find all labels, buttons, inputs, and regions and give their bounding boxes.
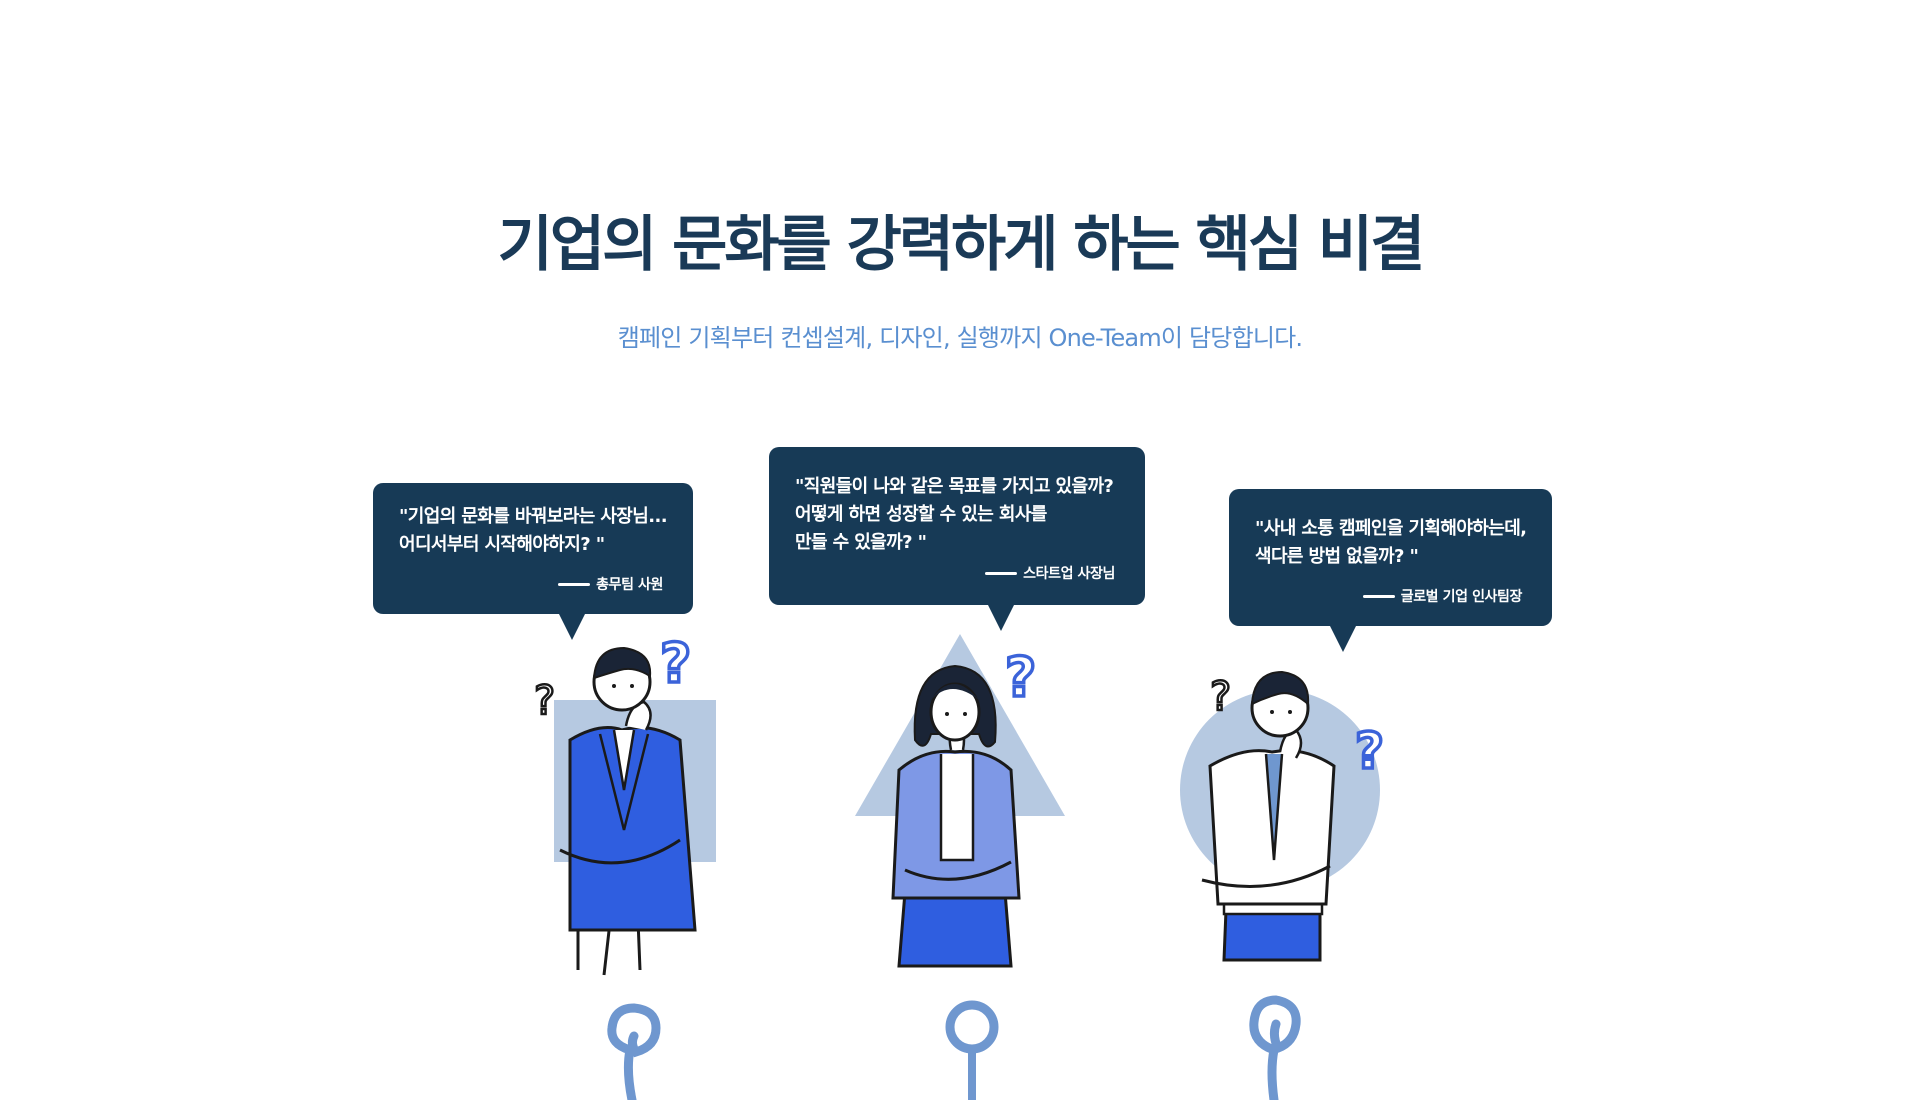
bubble-1-quote: "기업의 문화를 바꿔보라는 사장님... 어디서부터 시작해야하지? ": [399, 506, 668, 555]
bubble-3-author-label: 글로벌 기업 인사팀장: [1400, 589, 1523, 605]
loop-line-icon: [945, 1000, 999, 1100]
question-mark-icon: ?: [660, 632, 691, 695]
bubble-2-author: 스타트업 사장님: [985, 563, 1115, 583]
loop-line-icon: [1249, 995, 1301, 1100]
bubble-tail: [558, 612, 586, 640]
question-mark-icon: ?: [534, 678, 555, 724]
bubble-tail: [1329, 624, 1357, 652]
dash-icon: [985, 571, 1018, 575]
bubble-2-quote: "직원들이 나와 같은 목표를 가지고 있을까? 어떻게 하면 성장할 수 있는…: [795, 476, 1114, 553]
page-subtitle: 캠페인 기획부터 컨셉설계, 디자인, 실행까지 One-Team이 담당합니다…: [617, 324, 1303, 352]
bubble-1-author: 총무팀 사원: [558, 574, 663, 594]
question-mark-icon: ?: [1005, 646, 1036, 709]
bubble-3-quote: "사내 소통 캠페인을 기획해야하는데, 색다른 방법 없을까? ": [1255, 518, 1527, 567]
speech-bubble-1: "기업의 문화를 바꿔보라는 사장님... 어디서부터 시작해야하지? " 총무…: [373, 483, 693, 640]
page-title: 기업의 문화를 강력하게 하는 핵심 비결: [497, 210, 1426, 280]
bubble-2-author-label: 스타트업 사장님: [1023, 566, 1115, 582]
dash-icon: [558, 582, 591, 586]
speech-bubble-2: "직원들이 나와 같은 목표를 가지고 있을까? 어떻게 하면 성장할 수 있는…: [769, 447, 1145, 631]
bubble-3-author: 글로벌 기업 인사팀장: [1362, 586, 1523, 606]
dash-icon: [1362, 594, 1395, 598]
thinking-man-suit-icon: ? ?: [533, 630, 716, 976]
bubble-1-author-label: 총무팀 사원: [596, 577, 663, 593]
loop-line-icon: [607, 1003, 661, 1100]
speech-bubble-3: "사내 소통 캠페인을 기획해야하는데, 색다른 방법 없을까? " 글로벌 기…: [1229, 489, 1552, 652]
question-mark-icon: ?: [1210, 674, 1231, 720]
question-mark-icon: ?: [1355, 722, 1384, 780]
thinking-woman-icon: ?: [855, 634, 1065, 968]
bubble-tail: [987, 603, 1015, 631]
thinking-man-shirt-icon: ? ?: [1180, 670, 1386, 962]
